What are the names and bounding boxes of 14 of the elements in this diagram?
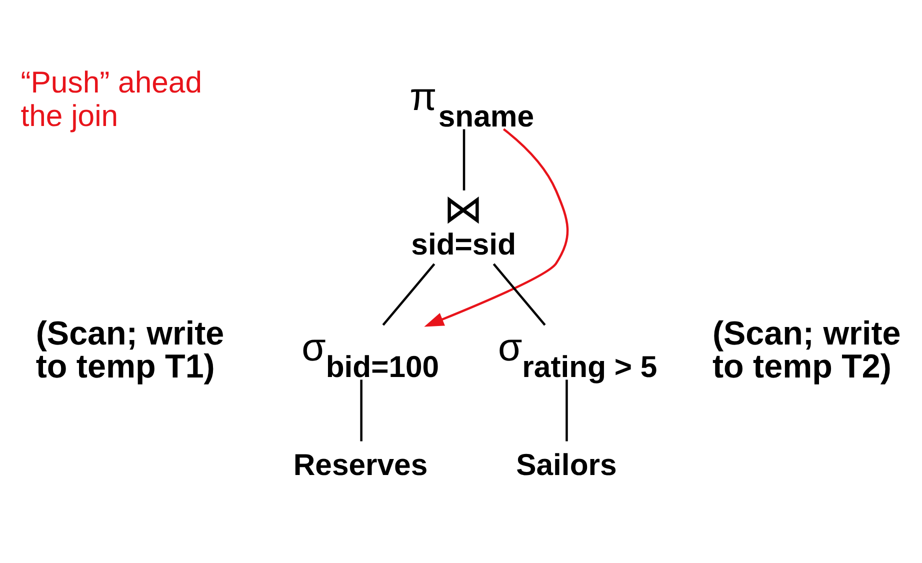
node-text: π$_{sname}$ <box>410 74 534 134</box>
node-text: σ$_{bid=100}$ <box>302 325 440 384</box>
node-label: (Scan; write to temp T1) <box>36 315 224 386</box>
label: “Push” ahead the join <box>20 66 202 133</box>
connector <box>382 263 436 326</box>
node-text: ⋈ sid=sid <box>411 187 516 262</box>
connector <box>492 263 546 326</box>
connector <box>360 380 362 442</box>
connector <box>566 380 568 442</box>
node-text: Sailors <box>516 448 617 482</box>
node-label: (Scan; write to temp T2) <box>712 315 901 386</box>
node-text: Reserves <box>293 448 428 482</box>
connector <box>462 129 466 190</box>
arrow <box>424 128 569 327</box>
